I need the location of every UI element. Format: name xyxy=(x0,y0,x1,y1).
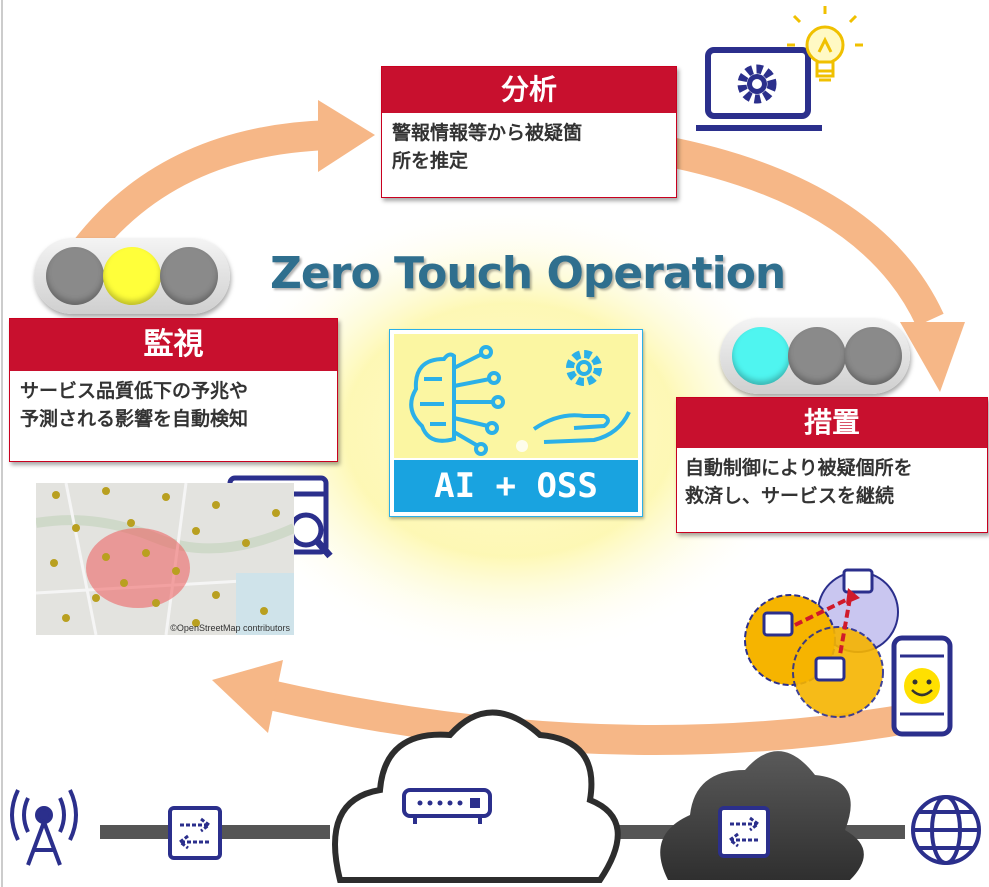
map-credit: ©OpenStreetMap contributors xyxy=(170,623,290,633)
lamp-gray xyxy=(46,247,104,305)
lamp-cyan xyxy=(732,327,790,385)
arrow-analysis-to-action xyxy=(657,135,944,327)
analysis-line: 警報情報等から被疑箇 xyxy=(392,122,583,144)
action-text: 自動制御により被疑個所を 救済し、サービスを継続 xyxy=(677,448,987,516)
action-card: 措置 自動制御により被疑個所を 救済し、サービスを継続 xyxy=(676,397,988,533)
lamp-yellow xyxy=(103,247,161,305)
monitor-line: 予測される影響を自動検知 xyxy=(20,408,249,430)
network-cloud-dark xyxy=(660,751,864,880)
hand-gear-icon xyxy=(532,350,631,444)
ai-oss-label: AI + OSS xyxy=(394,460,638,512)
lamp-gray xyxy=(788,327,846,385)
analysis-text: 警報情報等から被疑箇 所を推定 xyxy=(382,113,676,181)
arrow-monitor-to-analysis xyxy=(73,120,331,260)
action-line: 自動制御により被疑個所を xyxy=(685,457,913,479)
analysis-heading: 分析 xyxy=(382,67,676,113)
ai-oss-box: AI + OSS xyxy=(389,329,643,517)
antenna-tower-icon xyxy=(10,789,78,866)
analysis-line: 所を推定 xyxy=(392,150,469,172)
brain-circuit-icon xyxy=(409,345,505,456)
network-cloud-white xyxy=(332,709,621,883)
action-line: 救済し、サービスを継続 xyxy=(685,485,895,507)
monitor-line: サービス品質低下の予兆や xyxy=(20,380,249,402)
monitor-heading: 監視 xyxy=(10,319,337,371)
access-point-icon xyxy=(762,568,874,682)
lamp-gray xyxy=(844,327,902,385)
switch-icon xyxy=(168,806,222,860)
ai-oss-icons xyxy=(394,334,638,458)
lightbulb-icon xyxy=(787,6,863,82)
analysis-card: 分析 警報情報等から被疑箇 所を推定 xyxy=(381,66,677,198)
monitor-text: サービス品質低下の予兆や 予測される影響を自動検知 xyxy=(10,371,337,439)
access-point-cluster xyxy=(744,568,899,718)
arrow-action-to-monitor xyxy=(266,680,903,755)
gear-laptop-icon xyxy=(696,47,822,131)
smartphone-smile-icon xyxy=(891,635,953,737)
diagram-title: Zero Touch Operation xyxy=(270,248,786,299)
traffic-light-monitor xyxy=(34,238,230,314)
monitor-card: 監視 サービス品質低下の予兆や 予測される影響を自動検知 xyxy=(9,318,338,462)
monitoring-map: ©OpenStreetMap contributors xyxy=(36,483,294,635)
action-heading: 措置 xyxy=(677,398,987,448)
globe-icon xyxy=(911,795,981,865)
lamp-gray xyxy=(160,247,218,305)
traffic-light-action xyxy=(720,318,910,394)
